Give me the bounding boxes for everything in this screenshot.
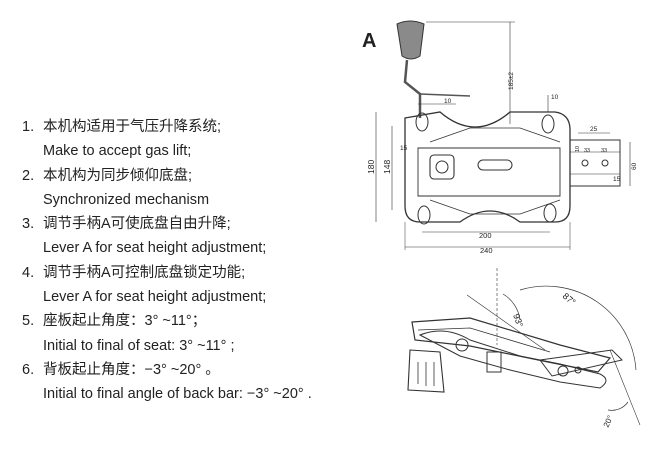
dim-small-10: 10 xyxy=(575,146,581,152)
spec-zh-text: 调节手柄A可控制底盘锁定功能; xyxy=(43,264,246,281)
dim-top-10: 10 xyxy=(444,98,452,105)
spec-number: 5. xyxy=(22,313,35,330)
spec-item-3: 3. 调节手柄A可使底盘自由升降; Lever A for seat height… xyxy=(22,212,367,261)
angle-seat-tilt: 93° xyxy=(511,312,525,329)
spec-number: 2. xyxy=(22,167,35,184)
spec-zh-text: 座板起止角度：3° ~11°； xyxy=(43,313,207,330)
angle-back-tilt: 87° xyxy=(561,291,578,308)
spec-zh-text: 本机构适用于气压升降系统; xyxy=(43,119,222,135)
top-view: 185±2 10 10 25 33 33 60 15 xyxy=(366,20,638,255)
spec-zh-text: 调节手柄A可使底盘自由升降; xyxy=(43,216,231,233)
spec-number: 6. xyxy=(22,361,35,378)
spec-zh-text: 本机构为同步倾仰底盘; xyxy=(43,167,193,184)
figure-label: A xyxy=(362,30,376,52)
spec-item-4: 4. 调节手柄A可控制底盘锁定功能; Lever A for seat heigh… xyxy=(22,261,367,310)
spec-en-text: Make to accept gas lift; xyxy=(43,143,192,160)
spec-en-text: Lever A for seat height adjustment; xyxy=(43,240,267,257)
spec-item-6: 6. 背板起止角度：−3° ~20° 。 Initial to final ang… xyxy=(22,358,367,407)
spec-en-text: Lever A for seat height adjustment; xyxy=(43,289,267,306)
dim-slot-width: 25 xyxy=(590,126,598,133)
spec-en-text: Initial to final of seat: 3° ~11° ; xyxy=(43,337,235,354)
spec-item-5: 5. 座板起止角度：3° ~11°； Initial to final of se… xyxy=(22,309,367,358)
spec-number: 1. xyxy=(22,119,35,135)
dim-height-outer: 180 xyxy=(366,160,376,174)
lever-handle xyxy=(396,20,471,118)
dim-right-offset: 15 xyxy=(613,176,621,183)
dim-width-outer: 240 xyxy=(480,246,493,255)
dim-slot-b: 33 xyxy=(601,148,607,154)
spec-item-1: 1. 本机构适用于气压升降系统; Make to accept gas lift; xyxy=(22,115,367,164)
side-view: 93° 87° 20° xyxy=(407,268,641,429)
dim-slot-a: 33 xyxy=(584,148,590,154)
dim-side-offset: 15 xyxy=(400,145,408,152)
dim-height-inner: 148 xyxy=(382,160,392,174)
dim-right-height: 60 xyxy=(631,162,638,170)
spec-item-2: 2. 本机构为同步倾仰底盘; Synchronized mechanism xyxy=(22,164,367,213)
spec-list: 1. 本机构适用于气压升降系统; Make to accept gas lift;… xyxy=(22,115,367,407)
dim-lever-height: 185±2 xyxy=(508,72,515,90)
spec-number: 3. xyxy=(22,216,35,233)
spec-zh-text: 背板起止角度：−3° ~20° 。 xyxy=(43,361,220,378)
spec-number: 4. xyxy=(22,264,35,281)
spec-en-text: Initial to final angle of back bar: −3° … xyxy=(43,386,312,403)
dim-top-10b: 10 xyxy=(551,94,559,101)
spec-en-text: Synchronized mechanism xyxy=(43,191,210,208)
angle-min: 20° xyxy=(602,414,615,429)
dim-width-inner: 200 xyxy=(479,231,492,240)
